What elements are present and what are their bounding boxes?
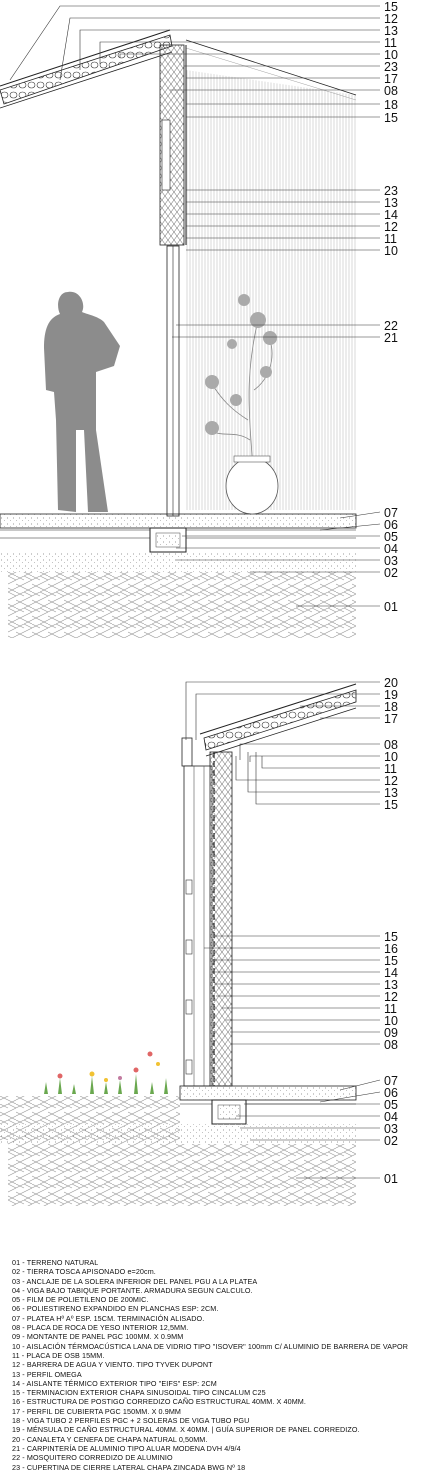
callout-label: 13 (384, 978, 398, 992)
legend: 01 - TERRENO NATURAL 02 - TIERRA TOSCA A… (12, 1258, 436, 1472)
legend-item: 22 - MOSQUITERO CORREDIZO DE ALUMINIO (12, 1453, 173, 1463)
callout-label: 12 (384, 774, 398, 788)
callout-label: 18 (384, 700, 398, 714)
callout-label: 07 (384, 1074, 398, 1088)
callout-label: 06 (384, 518, 398, 532)
legend-item: 12 - BARRERA DE AGUA Y VIENTO. TIPO TYVE… (12, 1360, 213, 1370)
callout-label: 19 (384, 688, 398, 702)
legend-item: 01 - TERRENO NATURAL (12, 1258, 99, 1267)
callout-label: 15 (384, 954, 398, 968)
legend-item: 16 - ESTRUCTURA DE POSTIGO CORREDIZO CAÑ… (12, 1397, 306, 1407)
callout-label: 02 (384, 1134, 398, 1148)
callout-label: 13 (384, 24, 398, 38)
legend-item: 15 - TERMINACION EXTERIOR CHAPA SINUSOID… (12, 1388, 266, 1398)
callout-label: 23 (384, 184, 398, 198)
callout-label: 08 (384, 84, 398, 98)
callout-label: 02 (384, 566, 398, 580)
lower-callouts: 20 19 18 17 08 10 11 12 13 15 15 16 15 1… (384, 676, 398, 1186)
callout-label: 04 (384, 1110, 398, 1124)
callout-label: 03 (384, 1122, 398, 1136)
callout-label: 12 (384, 220, 398, 234)
legend-item: 02 - TIERRA TOSCA APISONADO e=20cm. (12, 1267, 156, 1277)
upper-callouts: 15 12 13 11 10 23 17 08 18 15 23 13 14 1… (384, 0, 398, 614)
legend-item: 03 - ANCLAJE DE LA SOLERA INFERIOR DEL P… (12, 1276, 258, 1286)
lower-leaders (185, 681, 381, 1179)
callout-label: 20 (384, 676, 398, 690)
callout-label: 13 (384, 786, 398, 800)
callout-label: 01 (384, 1172, 398, 1186)
legend-item: 08 - PLACA DE ROCA DE YESO INTERIOR 12,5… (12, 1323, 189, 1333)
legend-item: 09 - MONTANTE DE PANEL PGC 100MM. X 0.9M… (12, 1332, 184, 1342)
lower-section (0, 683, 357, 1206)
callout-label: 17 (384, 712, 398, 726)
callout-label: 17 (384, 72, 398, 86)
callout-label: 09 (384, 1026, 398, 1040)
legend-item: 23 - CUPERTINA DE CIERRE LATERAL CHAPA Z… (12, 1462, 246, 1472)
human-figure (44, 291, 120, 512)
legend-item: 14 - AISLANTE TÉRMICO EXTERIOR TIPO "EIF… (12, 1378, 217, 1388)
callout-label: 22 (384, 319, 398, 333)
callout-label: 10 (384, 1014, 398, 1028)
callout-label: 12 (384, 12, 398, 26)
legend-item: 20 - CANALETA Y CENEFA DE CHAPA NATURAL … (12, 1434, 208, 1444)
callout-label: 05 (384, 530, 398, 544)
callout-label: 14 (384, 966, 398, 980)
callout-label: 05 (384, 1098, 398, 1112)
callout-label: 21 (384, 331, 398, 345)
section-drawing: 15 12 13 11 10 23 17 08 18 15 23 13 14 1… (0, 0, 398, 1206)
callout-label: 12 (384, 990, 398, 1004)
callout-label: 23 (384, 60, 398, 74)
callout-label: 14 (384, 208, 398, 222)
callout-label: 18 (384, 98, 398, 112)
legend-item: 11 - PLACA DE OSB 15MM. (12, 1350, 105, 1360)
callout-label: 11 (384, 1002, 397, 1016)
callout-label: 10 (384, 244, 398, 258)
callout-label: 16 (384, 942, 398, 956)
legend-item: 10 - AISLACIÓN TÉRMOACÚSTICA LANA DE VID… (12, 1341, 409, 1351)
callout-label: 07 (384, 506, 398, 520)
callout-label: 08 (384, 1038, 398, 1052)
legend-item: 04 - VIGA BAJO TABIQUE PORTANTE. ARMADUR… (12, 1285, 253, 1295)
callout-label: 03 (384, 554, 398, 568)
legend-item: 07 - PLATEA Hº Aº ESP. 15CM. TERMINACIÓN… (12, 1313, 205, 1323)
callout-label: 15 (384, 0, 398, 14)
legend-item: 17 - PERFIL DE CUBIERTA PGC 150MM. X 0.9… (12, 1406, 182, 1416)
callout-label: 15 (384, 930, 398, 944)
legend-item: 06 - POLIESTIRENO EXPANDIDO EN PLANCHAS … (12, 1304, 219, 1314)
callout-label: 13 (384, 196, 398, 210)
callout-label: 15 (384, 798, 398, 812)
callout-label: 11 (384, 762, 397, 776)
callout-label: 11 (384, 232, 397, 246)
callout-label: 10 (384, 750, 398, 764)
callout-label: 06 (384, 1086, 398, 1100)
legend-item: 21 - CARPINTERÍA DE ALUMINIO TIPO ALUAR … (12, 1443, 241, 1453)
callout-label: 04 (384, 542, 398, 556)
callout-label: 08 (384, 738, 398, 752)
upper-leaders (9, 5, 381, 607)
upper-section (0, 29, 357, 638)
callout-label: 01 (384, 600, 398, 614)
legend-item: 13 - PERFIL OMEGA (12, 1369, 82, 1379)
legend-item: 18 - VIGA TUBO 2 PERFILES PGC + 2 SOLERA… (12, 1416, 250, 1426)
legend-item: 05 - FILM DE POLIETILENO DE 200MIC. (12, 1295, 149, 1305)
callout-label: 15 (384, 111, 398, 125)
callout-label: 11 (384, 36, 397, 50)
legend-item: 19 - MÉNSULA DE CAÑO ESTRUCTURAL 40MM. X… (12, 1425, 360, 1435)
callout-label: 10 (384, 48, 398, 62)
